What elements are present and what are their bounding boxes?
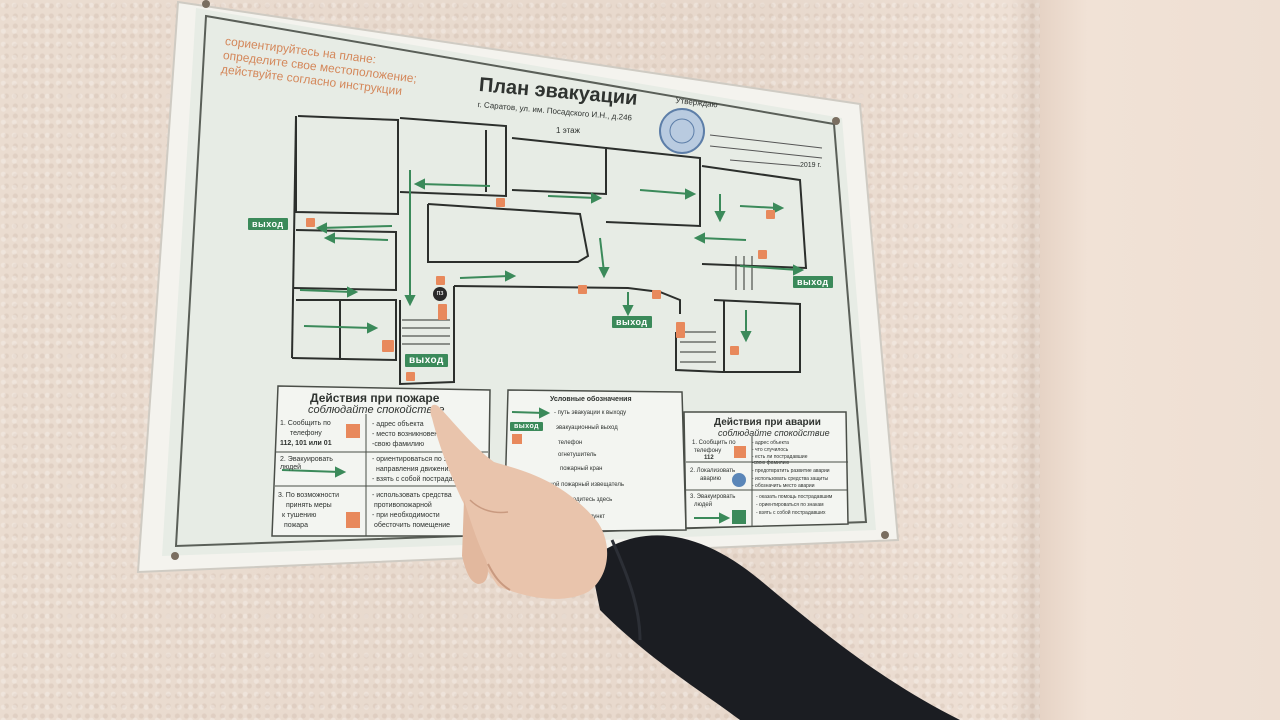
fire-step2-note3: - взять с собой пострадавших [372, 476, 470, 483]
pz-marker: пз [433, 287, 447, 301]
fire-hydrant-icon [730, 346, 739, 355]
emergency-step1-line2: телефону [694, 448, 722, 454]
fire-hydrant-icon [676, 322, 685, 338]
emergency-step2-note2: - использовать средства защиты [752, 476, 829, 482]
fire-extinguisher-icon [406, 372, 415, 381]
fire-step1-note1: - адрес объекта [372, 421, 424, 428]
adjacent-wall [1040, 0, 1280, 720]
emergency-subtitle: соблюдайте спокойствие [718, 428, 830, 438]
fire-step3-line1: 3. По возможности [278, 492, 340, 499]
exit-sign-stairs: выход [405, 354, 448, 367]
emergency-step1-note1: - адрес объекта [752, 440, 789, 446]
legend-item: эвакуационный выход [556, 425, 618, 431]
emergency-step3-note3: - взять с собой пострадавших [756, 510, 826, 516]
fire-step3-note3: - при необходимости [372, 512, 440, 519]
exit-sign-right: выход [793, 276, 833, 288]
fire-step3-note1: - использовать средства [372, 492, 452, 499]
fire-hydrant-icon [438, 304, 447, 320]
fire-extinguisher-icon [652, 290, 661, 299]
fire-extinguisher-icon [578, 285, 587, 294]
legend-item: - путь эвакуации к выходу [554, 410, 627, 416]
fire-step3-line2: принять меры [286, 502, 332, 509]
year-label: 2019 г. [800, 162, 822, 169]
fire-step2-note1: - ориентироваться по знакам [372, 456, 467, 463]
emergency-step2-note1: - предотвратить развитие аварии [752, 468, 830, 474]
emergency-step1-note3: - есть ли пострадавшие [752, 454, 808, 460]
fire-step1-note3: -свою фамилию [372, 441, 425, 448]
fire-extinguisher-icon [766, 210, 775, 219]
fire-step3-note2: противопожарной [374, 502, 432, 509]
fire-step2-note2: направления движения [376, 466, 453, 473]
emergency-step3-note1: - оказать помощь пострадавшим [756, 494, 833, 500]
emergency-title: Действия при аварии [714, 417, 821, 428]
fire-step3-line3: к тушению [282, 512, 317, 519]
legend-exit-sign: выход [510, 422, 544, 431]
emergency-step2-line1: 2. Локализовать [690, 468, 736, 474]
emergency-step3-line2: людей [694, 502, 713, 508]
fire-hydrant-icon [496, 198, 505, 207]
phone-icon [382, 340, 394, 352]
emergency-step3-note2: - ориентироваться по знакам [756, 502, 824, 508]
fire-extinguisher-icon [758, 250, 767, 259]
exit-sign-center: выход [612, 316, 652, 328]
legend-item: ручной пожарный извещатель [540, 482, 625, 488]
legend-item: вы находитесь здесь [554, 497, 613, 503]
fire-step1-line1: 1. Сообщить по [280, 420, 331, 427]
emergency-step3-line1: 3. Эвакуировать [690, 494, 736, 500]
emergency-step2-line2: аварию [700, 476, 721, 482]
legend-title: Условные обозначения [550, 396, 632, 403]
fire-actions-title: Действия при пожаре [310, 391, 440, 405]
fire-extinguisher-icon [436, 276, 445, 285]
fire-step1-line3: 112, 101 или 01 [280, 440, 332, 447]
fire-step2-line2: людей [280, 464, 302, 471]
legend-item: пункт [590, 514, 606, 520]
fire-step1-note2: - место возникновения [372, 431, 446, 438]
fire-extinguisher-icon [306, 218, 315, 227]
legend-item: пожарный кран [560, 466, 603, 472]
emergency-step1-line3: 112 [704, 455, 714, 461]
fire-step3-line4: пожара [284, 522, 308, 529]
floor-label: 1 этаж [556, 126, 580, 135]
emergency-step1-note4: -свою фамилию [752, 460, 790, 466]
fire-step2-line1: 2. Эвакуировать [280, 456, 333, 463]
emergency-step1-line1: 1. Сообщить по [692, 440, 736, 446]
fire-step3-note4: обесточить помещение [374, 522, 451, 529]
emergency-step1-note2: - что случилось [752, 447, 789, 453]
emergency-step2-note3: - обозначить место аварии [752, 483, 815, 489]
fire-step1-line2: телефону [290, 430, 322, 437]
legend-item: огнетушитель [558, 452, 597, 458]
fire-actions-subtitle: соблюдайте спокойствие [308, 404, 445, 416]
exit-sign-left: выход [248, 218, 288, 230]
legend-item: телефон [558, 440, 583, 446]
